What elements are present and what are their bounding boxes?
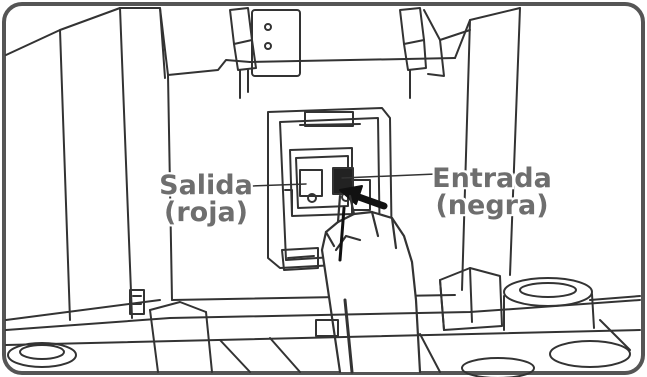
salida-label-line1: Salida [150, 172, 262, 199]
salida-label-line2: (roja) [150, 199, 262, 226]
salida-label: Salida (roja) [150, 172, 262, 226]
entrada-label-line2: (negra) [432, 192, 552, 219]
entrada-label-line1: Entrada [432, 165, 552, 192]
entrada-label: Entrada (negra) [432, 165, 552, 219]
